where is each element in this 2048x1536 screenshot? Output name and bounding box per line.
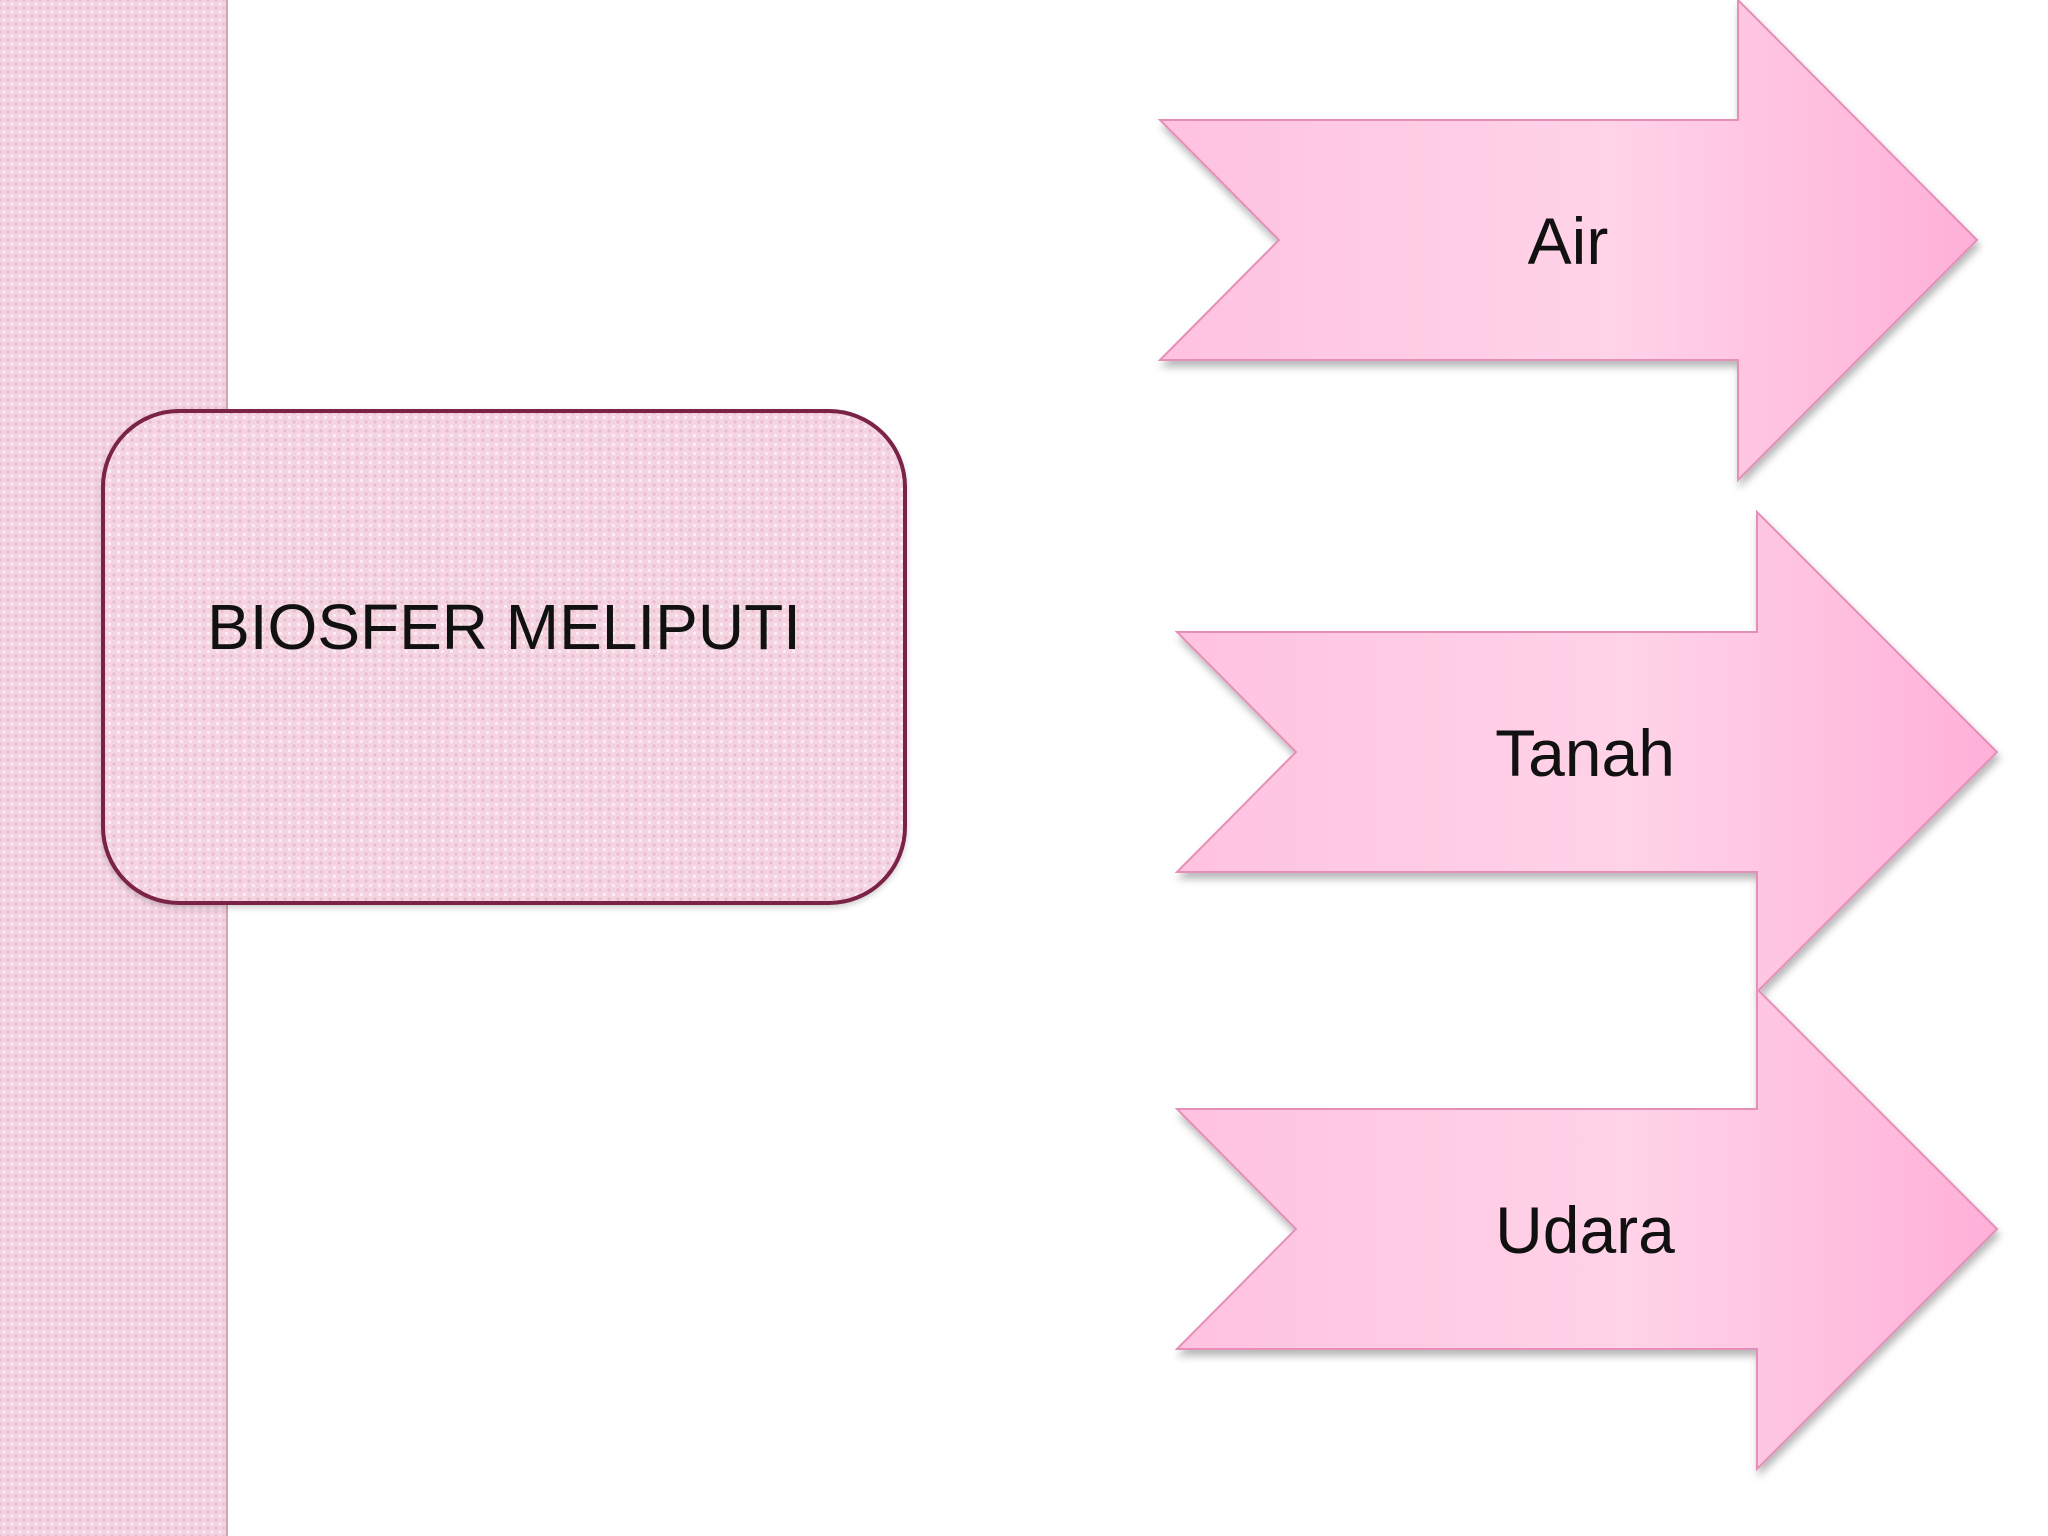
arrow-tanah-label: Tanah <box>1495 716 1675 790</box>
main-concept-box: BIOSFER MELIPUTI <box>101 409 907 905</box>
arrow-udara-shape <box>1174 986 1999 1472</box>
arrow-air-label: Air <box>1528 204 1609 278</box>
main-concept-label: BIOSFER MELIPUTI <box>207 591 801 663</box>
arrow-air-shape <box>1157 0 1979 483</box>
arrow-udara-label: Udara <box>1495 1193 1675 1267</box>
arrow-air: Air <box>1157 0 1979 483</box>
arrow-udara: Udara <box>1174 986 1999 1472</box>
arrow-tanah: Tanah <box>1174 509 1999 995</box>
